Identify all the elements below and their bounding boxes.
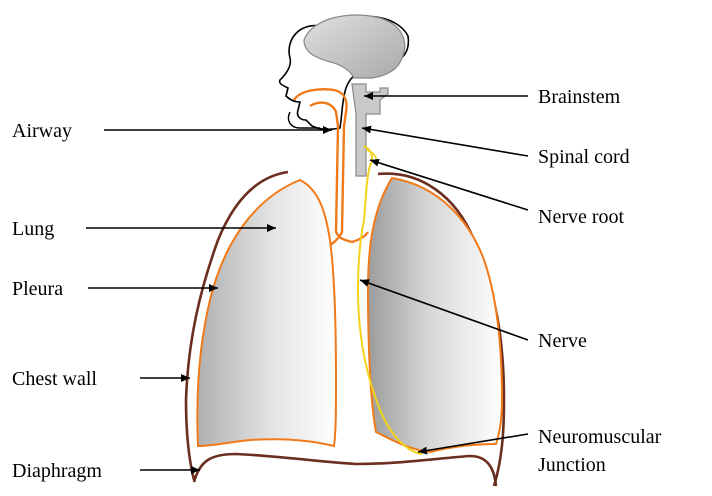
label-diaphragm: Diaphragm [12,460,102,482]
label-airway: Airway [12,120,72,142]
diaphragm-line [194,454,496,486]
label-neuromuscular: Neuromuscular [538,426,662,448]
left-lung [197,180,336,446]
label-lung: Lung [12,218,54,240]
label-junction: Junction [538,454,606,476]
label-pleura: Pleura [12,278,63,300]
right-lung [368,178,502,452]
spinal-cord-arrow [362,128,528,156]
label-nerve-root: Nerve root [538,206,625,228]
label-chest-wall: Chest wall [12,368,97,390]
label-brainstem: Brainstem [538,86,621,108]
label-nerve: Nerve [538,330,587,352]
label-spinal-cord: Spinal cord [538,146,630,168]
